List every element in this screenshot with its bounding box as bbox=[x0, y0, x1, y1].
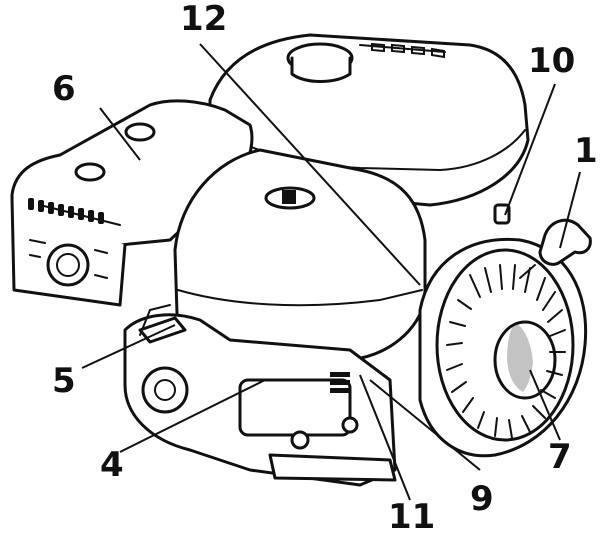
starter-grip bbox=[519, 218, 592, 279]
callout-labels: 12 10 1 6 5 4 7 9 11 bbox=[52, 0, 598, 537]
crankcase bbox=[123, 304, 397, 487]
callout-9: 9 bbox=[470, 479, 494, 519]
choke-lever bbox=[493, 203, 511, 225]
leader-lines bbox=[81, 43, 581, 501]
callout-10: 10 bbox=[528, 41, 575, 81]
recoil-starter bbox=[418, 237, 588, 458]
callout-5: 5 bbox=[52, 361, 76, 401]
callout-1: 1 bbox=[574, 131, 598, 171]
callout-11: 11 bbox=[388, 497, 435, 537]
callout-12: 12 bbox=[180, 0, 227, 39]
callout-4: 4 bbox=[100, 445, 124, 485]
callout-7: 7 bbox=[548, 437, 572, 477]
callout-6: 6 bbox=[52, 69, 76, 109]
